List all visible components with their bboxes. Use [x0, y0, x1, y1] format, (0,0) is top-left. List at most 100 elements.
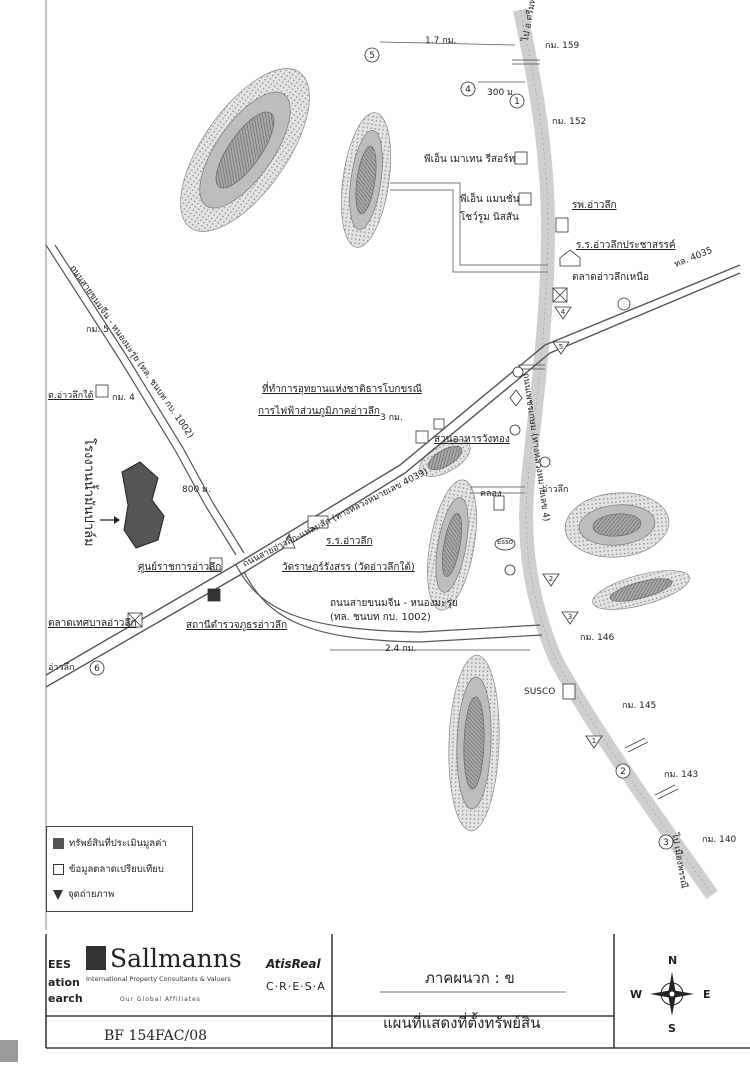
police-icon [207, 588, 221, 602]
label-muni-market: ตลาดเทศบาลอ่าวลึก [48, 618, 137, 629]
footer-left-text-2: ation [48, 976, 80, 989]
label-km146: กม. 146 [580, 633, 615, 643]
label-aoluek-left: อ่าวลึก [48, 663, 75, 673]
market-marker-1 [585, 735, 603, 749]
footer-frame [45, 934, 750, 1049]
road-khanomjeen-a [235, 564, 541, 633]
label-km159: กม. 159 [545, 41, 580, 51]
subject-arrowhead [114, 516, 120, 524]
footer-title-appendix: ภาคผนวก : ข [425, 969, 515, 987]
photo-point-3 [658, 834, 674, 850]
sallmanns-logo-mark [86, 946, 106, 970]
muni-market-cross [127, 612, 143, 628]
symbol-e [504, 564, 516, 576]
label-temple: วัดราษฎร์รังสรร (วัดอ่าวลึกใต้) [282, 562, 415, 573]
comparable-box-icon [53, 864, 64, 875]
road-pn-b [390, 189, 548, 273]
pt-6-num: 6 [94, 664, 100, 674]
label-garden: สวนอาหารวังทอง [434, 434, 510, 445]
compass-south: S [668, 1022, 676, 1035]
footer-doc-code: BF 154FAC/08 [104, 1028, 208, 1044]
road-pn-a [390, 182, 548, 266]
market-numbers: 4 5 2 3 1 [549, 308, 596, 745]
symbol-a [512, 366, 524, 378]
label-dist-300: 300 ม. [487, 88, 516, 98]
label-km5: กม. 5 [86, 325, 109, 335]
temple-icon [282, 532, 296, 549]
label-km143: กม. 143 [664, 770, 699, 780]
label-dist-17: 1.7 กม. [425, 36, 457, 46]
label-hospital: รพ.อ่าวลึก [572, 200, 617, 211]
compass-rose [650, 972, 694, 1016]
photo-point-2 [615, 763, 631, 779]
label-km140: กม. 140 [702, 835, 737, 845]
footer-atis: AtisReal [266, 957, 321, 971]
label-km145: กม. 145 [622, 701, 657, 711]
footer-left-text-1: EES [48, 958, 71, 971]
footer-title-map: แผนที่แสดงที่ตั้งทรัพย์สิน [383, 1014, 541, 1032]
market-marker-3 [561, 611, 579, 625]
photo-triangle-icon [53, 889, 63, 900]
label-road-local2: (ทล. ชนบท กบ. 1002) [330, 612, 431, 623]
road-khanomjeen-b [243, 571, 543, 643]
road-1002-edge-a [45, 244, 237, 556]
pn-resort-box [514, 151, 528, 165]
label-km4: กม. 4 [112, 393, 135, 403]
map-symbols [95, 151, 631, 700]
subject-swatch-icon [53, 838, 64, 849]
label-school-aoluek: ร.ร.อ่าวลึก [326, 536, 373, 547]
mk-4-num: 4 [561, 308, 566, 316]
legend-row-comparable: ข้อมูลตลาดเปรียบเทียบ [53, 862, 164, 877]
gov-center-icon [209, 557, 223, 571]
highway-ticks [512, 59, 679, 800]
highway-4-center [519, 9, 713, 896]
label-electricity: การไฟฟ้าส่วนภูมิภาคอ่าวลึก [258, 406, 380, 417]
pn-mansion-box [518, 192, 532, 206]
label-market-north: ตลาดอ่าวลึกเหนือ [572, 272, 650, 283]
compass-west: W [630, 988, 643, 1001]
esso-icon [494, 537, 516, 551]
legend-row-photo: จุดถ่ายภาพ [53, 887, 114, 902]
photo-points [89, 47, 674, 850]
label-dist-24: 2.4 กม. [385, 644, 417, 654]
footer-affiliates: Our Global Affiliates [120, 996, 201, 1003]
photo-point-6 [89, 660, 105, 676]
photo-point-1 [509, 93, 525, 109]
label-police: สถานีตำรวจภูธรอ่าวลึก [186, 620, 288, 631]
electricity-icon [433, 418, 445, 430]
legend-subject-label: ทรัพย์สินที่ประเมินมูลค่า [69, 838, 167, 849]
label-school-prachasan: ร.ร.อ่าวลึกประชาสรรค์ [576, 240, 676, 251]
footer-left-text-3: earch [48, 992, 83, 1005]
pt-3-num: 3 [663, 838, 669, 848]
susco-icon [562, 683, 576, 700]
pt-4-num: 4 [465, 85, 471, 95]
hill-5 [564, 492, 670, 558]
label-km152: กม. 152 [552, 117, 587, 127]
dim-17km [379, 41, 516, 46]
footer-company-sub: International Property Consultants & Val… [86, 975, 231, 983]
subject-property [121, 461, 165, 549]
east-symbol [617, 297, 631, 311]
market-marker-2 [542, 573, 560, 587]
compass-east: E [703, 988, 711, 1001]
label-road-local1: ถนนสายขนมจีน - หนองมะรุ่ย [330, 598, 458, 609]
mk-3-num: 3 [568, 613, 572, 621]
mk-5-num: 5 [559, 343, 563, 351]
school-south-icon [95, 384, 109, 398]
photo-point-5 [364, 47, 380, 63]
symbol-d [539, 456, 551, 468]
map-legend: ทรัพย์สินที่ประเมินมูลค่า ข้อมูลตลาดเปรี… [46, 826, 193, 912]
mk-2-num: 2 [549, 575, 553, 583]
label-nat-park: ที่ทำการอุทยานแห่งชาติธารโบกขรณี [262, 384, 422, 395]
photo-point-4 [460, 81, 476, 97]
compass-north: N [668, 954, 678, 967]
label-pm-mansion: พีเอ็น แมนชั่น [460, 194, 520, 205]
hill-4 [427, 479, 477, 611]
corner-scan-mark [0, 1040, 18, 1062]
pt-2-num: 2 [620, 767, 626, 777]
hill-6 [592, 570, 690, 610]
symbol-b [509, 389, 523, 407]
symbol-c [509, 424, 521, 436]
klong-icon [493, 495, 505, 511]
hill-7 [448, 654, 500, 832]
